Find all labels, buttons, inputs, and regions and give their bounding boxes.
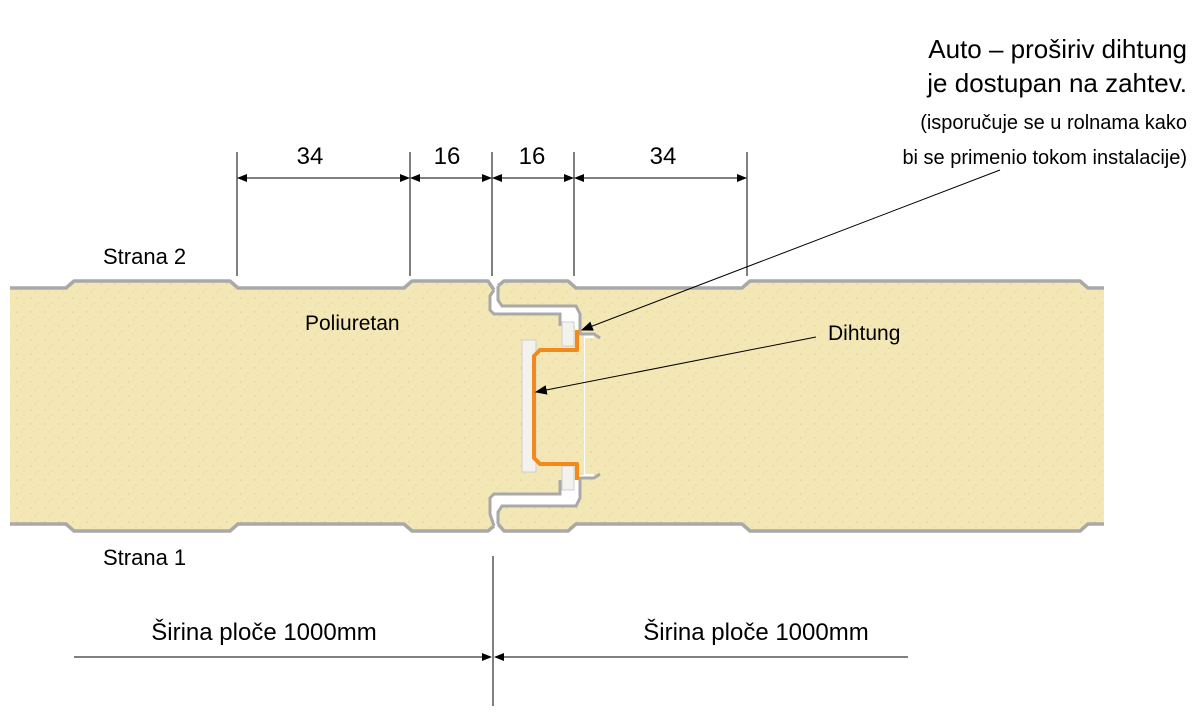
seal-label: Dihtung	[828, 322, 900, 345]
note-line-3: (isporučuje se u rolnama kako	[920, 112, 1187, 134]
side-label-top: Strana 2	[103, 244, 186, 269]
seal-profile	[532, 330, 579, 480]
right-groove-skin-bottom	[496, 472, 601, 524]
note-line-1: Auto – proširiv dihtung	[928, 34, 1187, 64]
width-label-left: Širina ploče 1000mm	[151, 618, 376, 646]
left-tongue-skin-bottom	[488, 480, 562, 527]
right-bottom-skin	[496, 522, 1104, 533]
right-groove-skin	[496, 286, 601, 340]
seal-backing-bottom	[561, 465, 575, 491]
dim-label-1: 34	[297, 143, 324, 170]
seal-backing-top	[561, 321, 575, 347]
seal-leader-line	[534, 336, 817, 395]
right-panel	[496, 279, 1104, 533]
dimension-lines: 34 16 16 34	[236, 143, 748, 276]
dim-label-4: 34	[650, 143, 677, 170]
left-panel-foam	[10, 281, 584, 531]
note-line-4: bi se primenio tokom instalacije)	[902, 147, 1187, 169]
left-bottom-skin	[10, 522, 496, 533]
right-panel-foam	[498, 281, 1104, 531]
left-top-skin	[10, 279, 496, 291]
expandable-seal-note: Auto – proširiv dihtung je dostupan na z…	[902, 34, 1187, 169]
side-label-bottom: Strana 1	[103, 545, 186, 570]
right-top-skin	[496, 279, 1104, 290]
left-panel	[10, 279, 584, 533]
panel-width-dimensions: Širina ploče 1000mm Širina ploče 1000mm	[74, 618, 908, 661]
dim-label-2: 16	[434, 143, 461, 170]
width-label-right: Širina ploče 1000mm	[643, 618, 868, 646]
seal-assembly	[521, 321, 579, 491]
dim-label-3: 16	[519, 143, 546, 170]
note-leader-line	[580, 169, 1001, 331]
note-line-2: je dostupan na zahtev.	[926, 68, 1187, 98]
core-material-label: Poliuretan	[305, 312, 400, 335]
left-tongue-skin	[488, 289, 562, 326]
